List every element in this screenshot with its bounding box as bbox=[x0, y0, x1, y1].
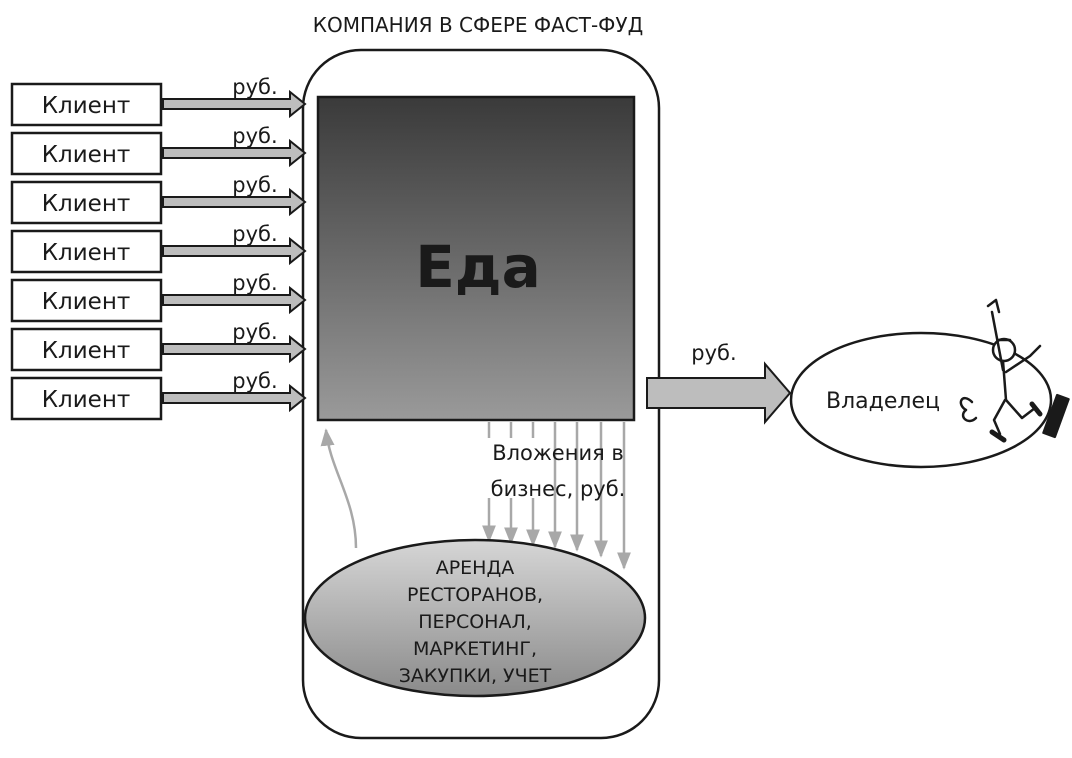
costs-line-4: МАРКЕТИНГ, bbox=[413, 638, 537, 660]
food-label: Еда bbox=[415, 233, 541, 301]
client-payment-arrow bbox=[162, 383, 307, 413]
client-payment-label: руб. bbox=[232, 271, 277, 295]
client-label: Клиент bbox=[42, 387, 131, 413]
costs-to-food-arrow bbox=[320, 428, 358, 549]
client-box bbox=[10, 376, 163, 421]
owner-payment-label: руб. bbox=[691, 341, 736, 365]
client-row: Клиент руб. bbox=[10, 173, 307, 225]
client-payment-arrow bbox=[162, 187, 307, 217]
investment-arrows bbox=[482, 422, 631, 570]
client-box bbox=[10, 229, 163, 274]
client-row: Клиент руб. bbox=[10, 320, 307, 372]
client-box bbox=[10, 327, 163, 372]
client-row: Клиент руб. bbox=[10, 124, 307, 176]
costs-line-1: АРЕНДА bbox=[436, 557, 515, 579]
owner-label: Владелец bbox=[826, 389, 940, 414]
client-payment-arrow bbox=[162, 236, 307, 266]
client-row: Клиент руб. bbox=[10, 369, 307, 421]
investment-label-line-2: бизнес, руб. bbox=[491, 477, 626, 501]
client-label: Клиент bbox=[42, 338, 131, 364]
client-payment-label: руб. bbox=[232, 173, 277, 197]
client-row: Клиент руб. bbox=[10, 222, 307, 274]
client-payment-label: руб. bbox=[232, 369, 277, 393]
client-label: Клиент bbox=[42, 142, 131, 168]
costs-line-5: ЗАКУПКИ, УЧЕТ bbox=[399, 665, 552, 687]
owner-ellipse bbox=[789, 331, 1053, 469]
client-label: Клиент bbox=[42, 240, 131, 266]
client-label: Клиент bbox=[42, 289, 131, 315]
owner-payment-arrow bbox=[646, 361, 792, 425]
jubilant-man-icon bbox=[959, 298, 1070, 443]
client-box bbox=[10, 82, 163, 127]
client-box bbox=[10, 131, 163, 176]
investment-label-line-1: Вложения в bbox=[492, 441, 624, 465]
costs-line-2: РЕСТОРАНОВ, bbox=[407, 584, 543, 606]
client-payment-arrow bbox=[162, 89, 307, 119]
costs-line-3: ПЕРСОНАЛ, bbox=[418, 611, 532, 633]
client-row: Клиент руб. bbox=[10, 271, 307, 323]
client-payment-label: руб. bbox=[232, 320, 277, 344]
client-payment-label: руб. bbox=[232, 124, 277, 148]
costs-ellipse bbox=[303, 538, 647, 698]
food-box bbox=[316, 95, 636, 422]
client-label: Клиент bbox=[42, 191, 131, 217]
client-payment-arrow bbox=[162, 334, 307, 364]
client-payment-arrow bbox=[162, 138, 307, 168]
client-payment-label: руб. bbox=[232, 222, 277, 246]
client-row: Клиент руб. bbox=[10, 75, 307, 127]
client-payment-label: руб. bbox=[232, 75, 277, 99]
client-payment-arrow bbox=[162, 285, 307, 315]
client-box bbox=[10, 278, 163, 323]
clients-group: Клиент руб. Клиент руб. Клиент руб. Клиент руб.… bbox=[10, 75, 307, 421]
client-box bbox=[10, 180, 163, 225]
client-label: Клиент bbox=[42, 93, 131, 119]
company-title: КОМПАНИЯ В СФЕРЕ ФАСТ-ФУД bbox=[313, 13, 643, 37]
